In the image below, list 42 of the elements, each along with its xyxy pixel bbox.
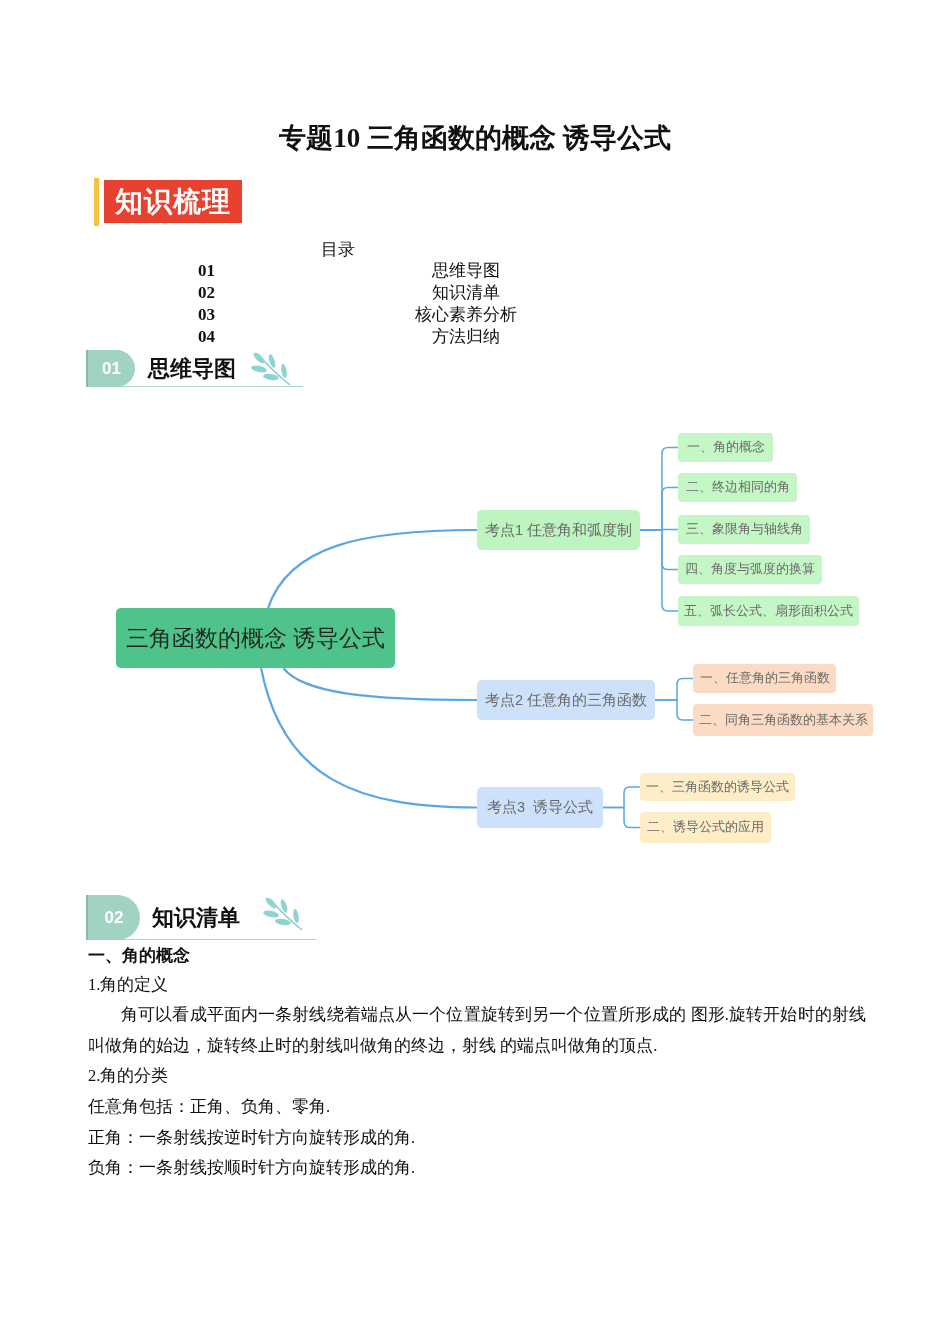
subheading: 1.角的定义 — [88, 975, 169, 995]
branch-line — [260, 667, 478, 809]
topic-box: 考点1 任意角和弧度制 — [477, 510, 640, 550]
number-badge: 02 — [86, 895, 140, 940]
toc-entry: 知识清单 — [431, 283, 501, 303]
subtopic-box: 一、三角函数的诱导公式 — [640, 773, 795, 801]
toc-number: 01 — [198, 261, 215, 281]
subtopic-box: 一、角的概念 — [678, 433, 773, 462]
text-line: 任意角包括：正角、负角、零角. — [88, 1097, 331, 1117]
subtopic-box: 二、诱导公式的应用 — [640, 812, 771, 843]
section-heading: 知识清单 — [152, 904, 240, 932]
subtopic-box: 五、弧长公式、扇形面积公式 — [678, 596, 859, 626]
subtopic-box: 三、象限角与轴线角 — [678, 515, 810, 544]
branch-line — [267, 528, 477, 609]
paragraph: 角可以看成平面内一条射线绕着端点从一个位置旋转到另一个位置所形成的 图形.旋转开始时的射线叫做角的始边，旋转终止时的射线叫做角的终边，射线 的端点叫做角的顶点. — [88, 1004, 866, 1057]
subtopic-box: 四、角度与弧度的换算 — [678, 555, 822, 584]
topic-box: 考点2 任意角的三角函数 — [477, 680, 655, 720]
subtopic-box: 一、任意角的三角函数 — [693, 664, 836, 693]
number-badge: 01 — [86, 350, 135, 387]
branch-line — [639, 529, 679, 612]
toc-number: 02 — [198, 283, 215, 303]
heading-banner: 知识梳理 — [104, 180, 242, 223]
subtopic-box: 二、同角三角函数的基本关系 — [693, 704, 873, 736]
root-topic-box: 三角函数的概念 诱导公式 — [116, 608, 395, 668]
section-banner — [86, 350, 303, 387]
subheading: 2.角的分类 — [88, 1066, 169, 1086]
toc-entry: 核心素养分析 — [414, 305, 518, 325]
branch-line — [602, 806, 641, 829]
text-line: 正角：一条射线按逆时针方向旋转形成的角. — [88, 1128, 416, 1148]
topic-box: 考点3 诱导公式 — [477, 787, 603, 828]
toc-number: 03 — [198, 305, 215, 325]
branch-line — [282, 667, 477, 702]
section-heading: 思维导图 — [148, 355, 236, 383]
section-banner — [86, 895, 316, 940]
toc-heading: 目录 — [320, 240, 356, 260]
page-title: 专题10 三角函数的概念 诱导公式 — [278, 122, 672, 155]
branch-line — [654, 699, 694, 721]
toc-entry: 思维导图 — [431, 261, 501, 281]
subtopic-box: 二、终边相同的角 — [678, 473, 797, 502]
text-line: 负角：一条射线按顺时针方向旋转形成的角. — [88, 1158, 416, 1178]
toc-number: 04 — [198, 327, 215, 347]
toc-entry: 方法归纳 — [431, 327, 501, 347]
